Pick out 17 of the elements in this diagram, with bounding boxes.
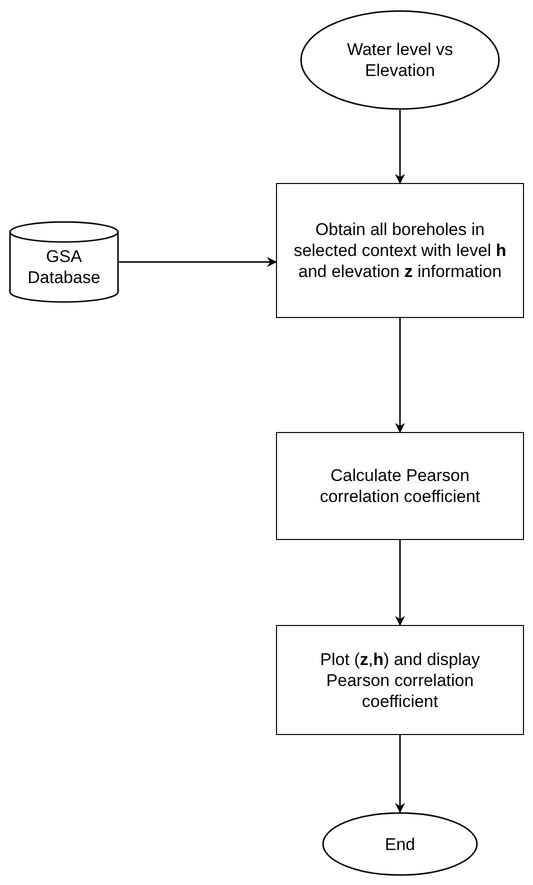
arrow	[119, 257, 277, 267]
node-label: Calculate Pearson correlation coefficient	[318, 465, 482, 507]
process-box	[276, 625, 524, 735]
arrow	[395, 318, 405, 433]
node-label: End	[384, 834, 416, 854]
arrow	[395, 540, 405, 626]
arrow	[395, 735, 405, 813]
node-label: Water level vs Elevation	[346, 39, 454, 81]
process-box	[276, 183, 524, 318]
arrow	[395, 110, 405, 184]
terminal-ellipse	[300, 10, 500, 110]
process-box	[276, 432, 524, 540]
terminal-ellipse	[322, 812, 478, 876]
node-label: GSA Database	[26, 246, 102, 288]
database-cylinder	[9, 222, 119, 302]
node-label: Plot (z,h) and display Pearson correlation coefficient	[319, 648, 481, 712]
node-label: Obtain all boreholes in selected context with level h and elevation z information	[292, 219, 508, 282]
